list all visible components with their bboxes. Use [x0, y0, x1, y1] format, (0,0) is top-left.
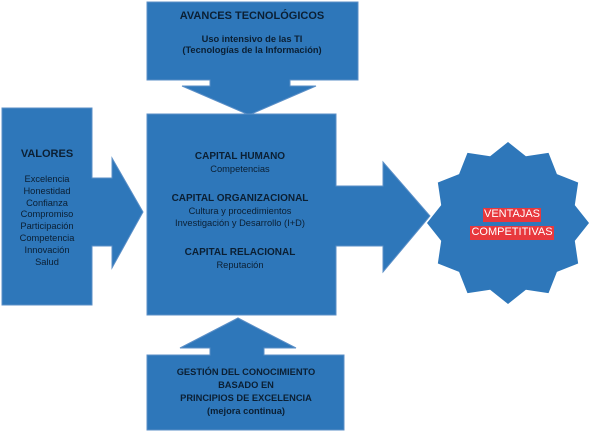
bottom-box-arrow-shape — [146, 317, 345, 431]
value-item: Competencia — [19, 233, 75, 244]
value-item: Honestidad — [23, 185, 71, 196]
top-box: AVANCES TECNOLÓGICOS Uso intensivo de la… — [150, 10, 354, 57]
knowledge-line-3: PRINCIPIOS DE EXCELENCIA — [180, 393, 312, 404]
top-box-arrow-shape — [146, 1, 359, 116]
value-item: Compromiso — [20, 209, 74, 220]
top-box-subtitle-1: Uso intensivo de las TI — [201, 33, 303, 44]
value-item: Confianza — [26, 197, 68, 208]
knowledge-line-1: GESTIÓN DEL CONOCIMIENTO — [176, 367, 316, 377]
left-box-arrow-shape — [1, 107, 144, 306]
value-item: Innovación — [24, 245, 70, 256]
capital-humano-line: Competencias — [210, 164, 270, 174]
capital-box: CAPITAL HUMANO Competencias CAPITAL ORGA… — [145, 150, 335, 271]
center-box-arrow-shape — [146, 113, 431, 316]
capital-relacional-line: Reputación — [216, 259, 264, 270]
competitive-advantage-star — [425, 140, 591, 306]
capital-relacional-title: CAPITAL RELACIONAL — [184, 246, 296, 258]
value-item: Excelencia — [24, 173, 70, 184]
capital-organizacional-title: CAPITAL ORGANIZACIONAL — [171, 192, 309, 204]
knowledge-line-4: (mejora continua) — [207, 406, 285, 417]
capital-organizacional-line: Cultura y procedimientos — [188, 205, 292, 216]
knowledge-box: GESTIÓN DEL CONOCIMIENTO BASADO EN PRINC… — [148, 366, 344, 418]
top-box-subtitle-2: (Tecnologías de la Información) — [182, 45, 322, 56]
capital-humano-title: CAPITAL HUMANO — [194, 151, 286, 162]
star-label-line-1: VENTAJAS — [482, 208, 542, 222]
values-box: VALORES Excelencia Honestidad Confianza … — [4, 148, 90, 269]
knowledge-line-2: BASADO EN — [218, 380, 274, 391]
star-label: VENTAJAS COMPETITIVAS — [458, 204, 566, 240]
value-item: Participación — [20, 221, 74, 232]
top-box-title: AVANCES TECNOLÓGICOS — [179, 10, 325, 22]
value-item: Salud — [35, 256, 59, 267]
values-title: VALORES — [20, 148, 74, 160]
capital-organizacional-line: Investigación y Desarrollo (I+D) — [175, 218, 305, 229]
star-label-line-2: COMPETITIVAS — [470, 226, 554, 240]
